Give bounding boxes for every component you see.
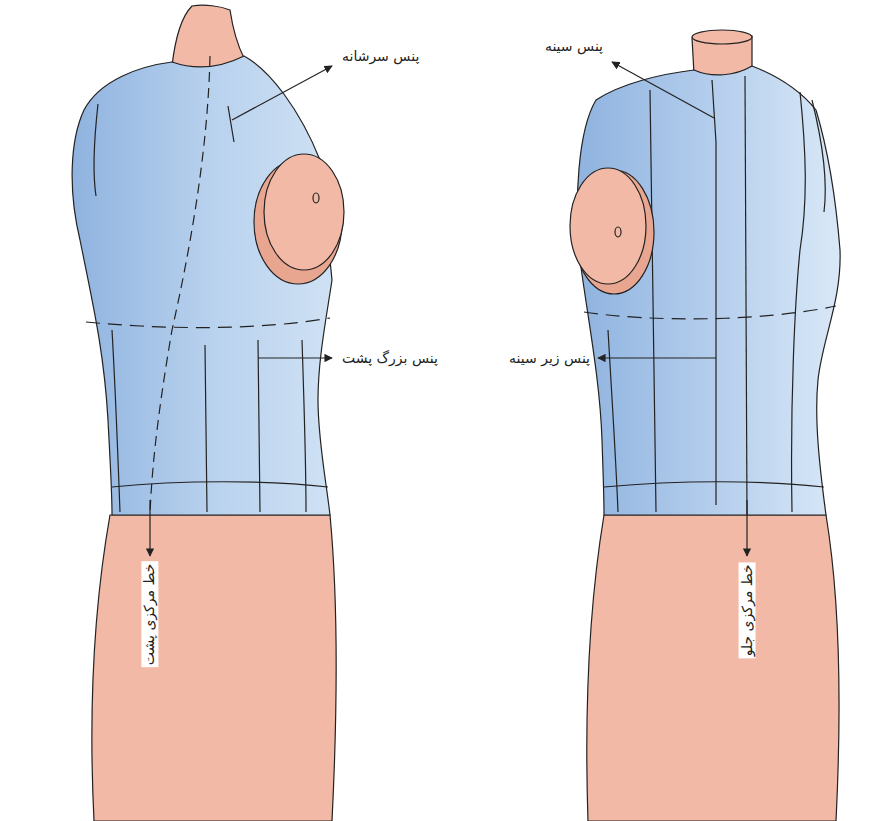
front-dress-form: [570, 30, 840, 821]
back-dress-form: [72, 5, 344, 821]
center-line-label: خط مرکزی پشت: [142, 562, 159, 668]
dart-label: پنس زیر سینه: [507, 350, 592, 367]
center-line-label: خط مرکزی جلو: [739, 562, 756, 658]
dart-label: پنس سرشانه: [340, 48, 421, 65]
leader-arrows: [150, 62, 747, 556]
dart-label: پنس سینه: [543, 38, 605, 55]
dart-label: پنس بزرگ پشت: [340, 350, 440, 367]
